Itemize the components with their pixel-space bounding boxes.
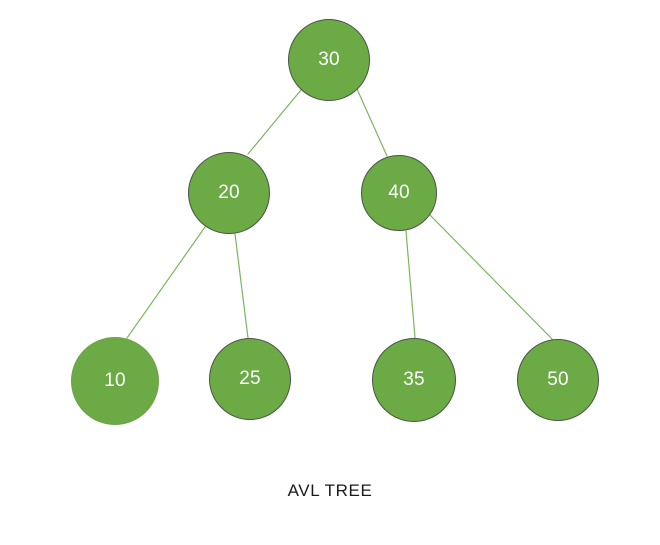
- tree-node-20[interactable]: 20: [188, 152, 270, 234]
- tree-edge-n20-n25: [234, 233, 249, 339]
- diagram-caption: AVL TREE: [287, 481, 373, 500]
- tree-node-25[interactable]: 25: [209, 338, 291, 420]
- tree-node-40[interactable]: 40: [361, 155, 437, 231]
- tree-edge-n40-n50: [426, 211, 554, 341]
- tree-node-label: 30: [318, 48, 340, 70]
- tree-node-30[interactable]: 30: [288, 19, 370, 101]
- tree-node-35[interactable]: 35: [372, 338, 456, 422]
- tree-edge-n30-n20: [247, 89, 302, 155]
- tree-node-50[interactable]: 50: [517, 339, 599, 421]
- tree-node-label: 35: [403, 368, 425, 390]
- tree-edge-n20-n10: [126, 226, 206, 339]
- tree-edge-n40-n35: [405, 230, 416, 339]
- tree-node-label: 10: [104, 369, 126, 391]
- tree-node-10[interactable]: 10: [71, 337, 159, 425]
- tree-node-label: 20: [218, 181, 240, 203]
- tree-node-label: 40: [388, 181, 410, 203]
- tree-node-label: 50: [547, 368, 569, 390]
- tree-node-label: 25: [239, 367, 261, 389]
- tree-edge-n30-n40: [356, 88, 388, 157]
